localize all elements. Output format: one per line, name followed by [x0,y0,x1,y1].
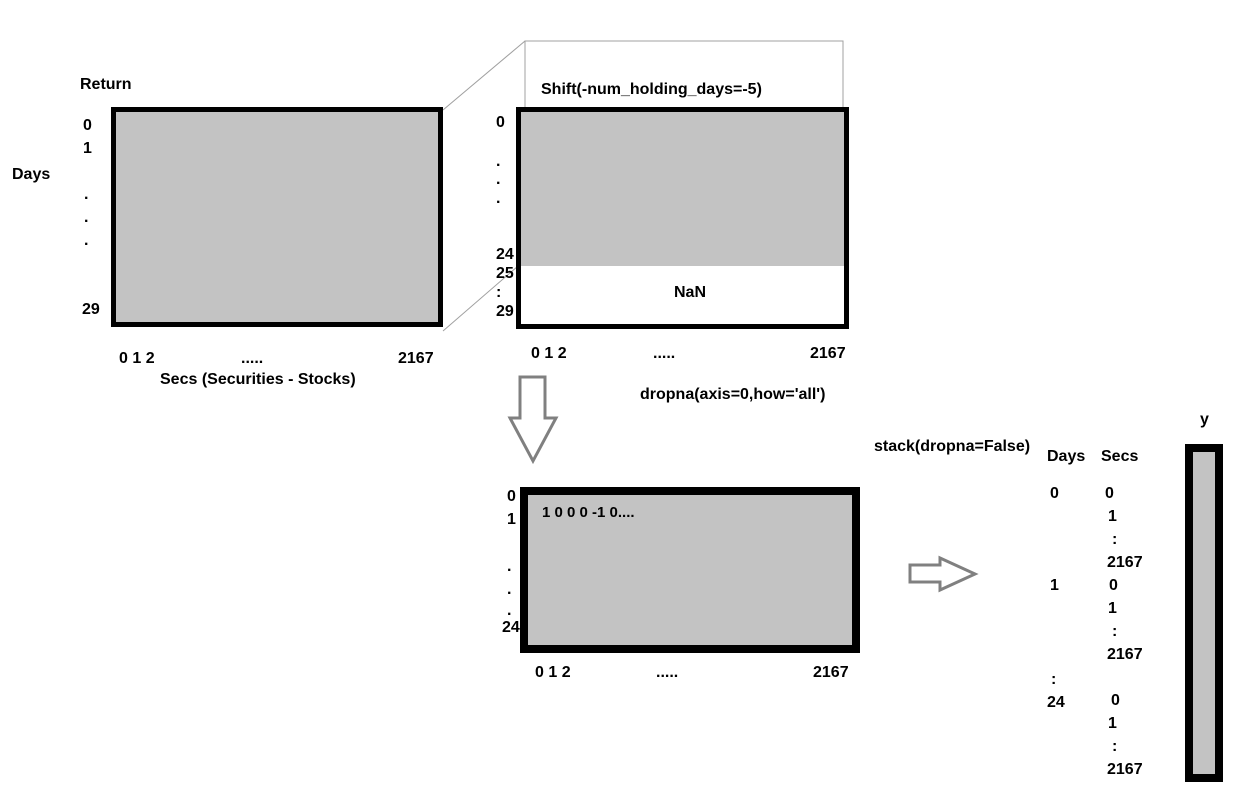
return-col-start: 0 1 2 [119,350,155,367]
return-row-0: 0 [83,117,92,134]
dropped-row-24: 24 [502,619,520,636]
dropped-row-0: 0 [507,488,516,505]
return-row-dot-3: . [84,232,89,249]
stacked-sec-colon: : [1112,531,1118,548]
stacked-sec-0: 0 [1111,692,1120,709]
return-row-1: 1 [83,140,92,157]
shift-valid-region [521,112,844,266]
stacked-sec-2167: 2167 [1107,554,1143,571]
dropped-matrix [520,487,860,653]
zoom-line-top [442,40,526,111]
nan-label: NaN [674,284,707,301]
stack-label: stack(dropna=False) [874,438,1031,455]
dropped-row-dot-3: . [507,602,512,619]
return-row-dot-2: . [84,209,89,226]
shift-row-colon: : [496,284,502,301]
shift-title: Shift(-num_holding_days=-5) [541,81,762,98]
shift-row-dot-3: . [496,190,501,207]
dropped-row-dot-1: . [507,558,512,575]
stacked-secs-header: Secs [1101,448,1139,465]
zoom-line-bottom [442,259,526,332]
shift-col-start: 0 1 2 [531,345,567,362]
dropped-col-dots: ..... [656,664,679,681]
dropped-col-end: 2167 [813,664,849,681]
secs-axis-label: Secs (Securities - Stocks) [160,371,356,388]
dropped-col-start: 0 1 2 [535,664,571,681]
stacked-day-0: 0 [1050,485,1059,502]
return-title: Return [80,76,132,93]
shift-col-dots: ..... [653,345,676,362]
return-col-dots: ..... [241,350,264,367]
stacked-sec-1: 1 [1108,508,1117,525]
dropped-row-dot-2: . [507,581,512,598]
shift-col-end: 2167 [810,345,846,362]
return-matrix [111,107,443,327]
dropped-values: 1 0 0 0 -1 0.... [542,504,635,521]
down-arrow-icon [507,375,559,465]
return-row-29: 29 [82,301,100,318]
stacked-sec-1: 1 [1108,600,1117,617]
stacked-sec-colon: : [1112,623,1118,640]
shift-row-dot-2: . [496,171,501,188]
right-arrow-icon [908,555,979,593]
shift-matrix [516,107,849,329]
shift-row-24: 24 [496,246,514,263]
return-row-dot-1: . [84,186,89,203]
stacked-day-colon: : [1051,671,1057,688]
stacked-sec-2167: 2167 [1107,761,1143,778]
stacked-sec-1: 1 [1108,715,1117,732]
days-axis-label: Days [12,166,51,183]
stacked-day-1: 1 [1050,577,1059,594]
shift-row-29: 29 [496,303,514,320]
shift-row-25: 25 [496,265,514,282]
stacked-sec-0: 0 [1105,485,1114,502]
y-label: y [1200,411,1209,428]
stacked-sec-0: 0 [1109,577,1118,594]
dropna-label: dropna(axis=0,how='all') [640,386,826,403]
stacked-sec-2167: 2167 [1107,646,1143,663]
shift-row-dot-1: . [496,153,501,170]
return-col-end: 2167 [398,350,434,367]
stacked-days-header: Days [1047,448,1086,465]
stacked-sec-colon: : [1112,738,1118,755]
stacked-day-24: 24 [1047,694,1065,711]
dropped-row-1: 1 [507,511,516,528]
y-vector [1185,444,1223,782]
shift-row-0: 0 [496,114,505,131]
